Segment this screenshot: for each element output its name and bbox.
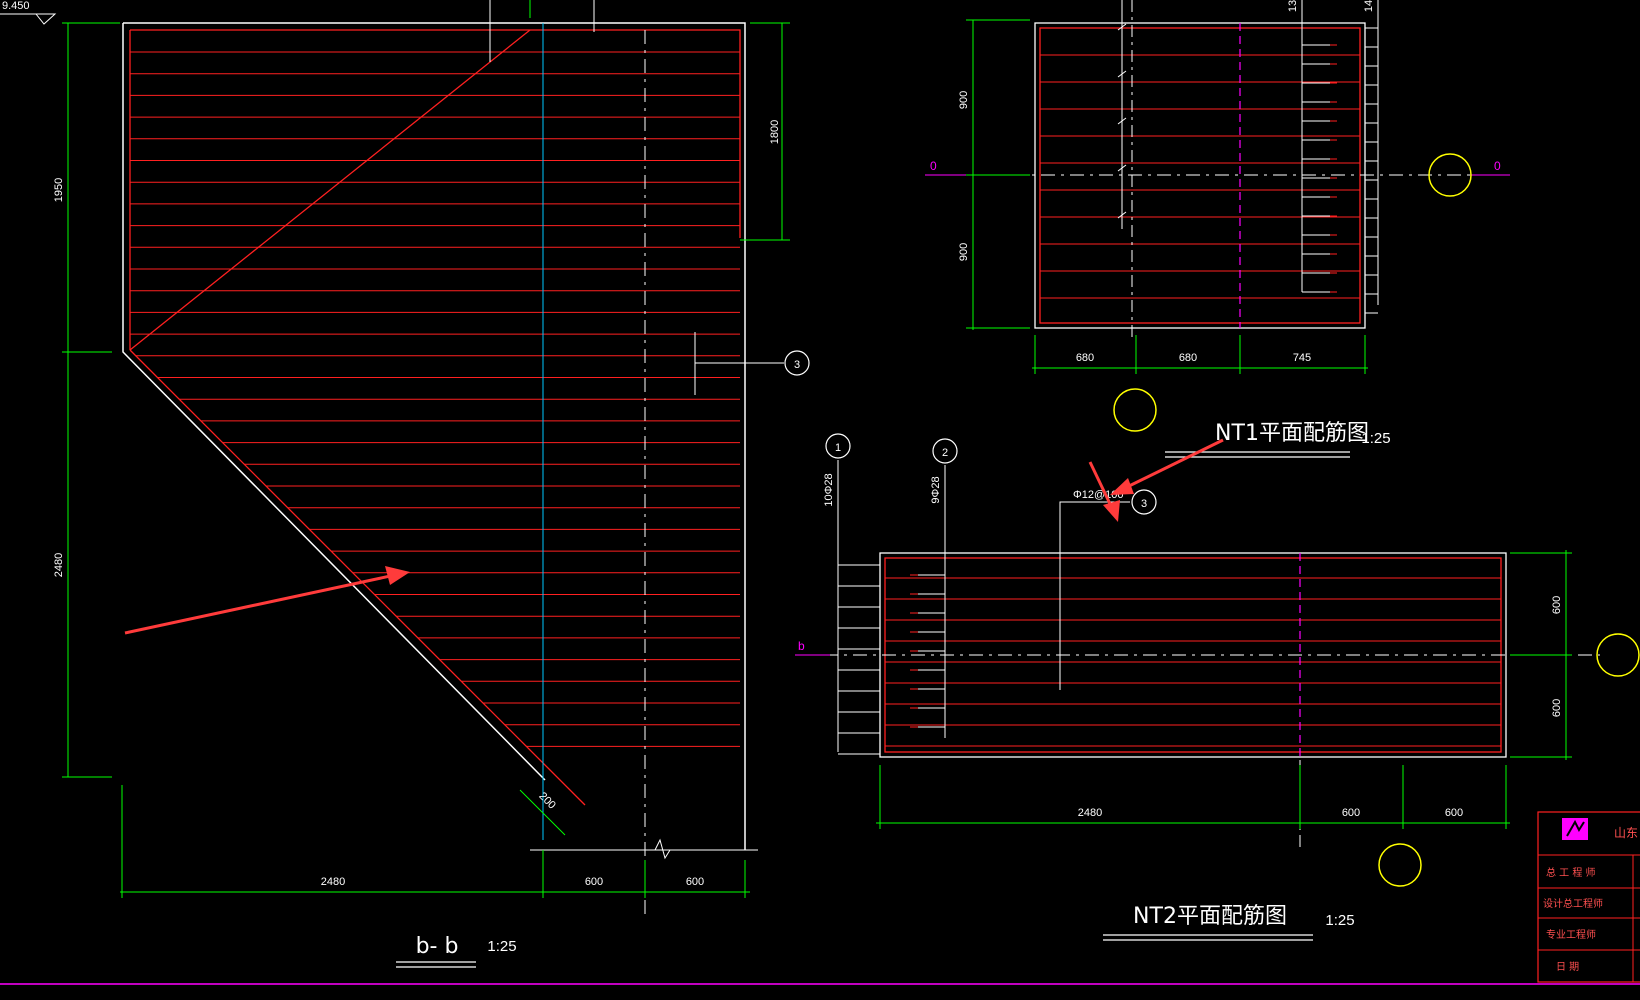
nt1-axis-bubble-bottom xyxy=(1113,388,1157,432)
section-bb-scale: 1:25 xyxy=(487,938,516,955)
rebar-slope xyxy=(129,349,586,806)
nt1-ticks xyxy=(1117,23,1378,314)
nt1-axis-left-label: 0 xyxy=(930,159,937,173)
nt1-rebar-bars xyxy=(1040,54,1360,299)
callout-1-bubble xyxy=(825,433,851,459)
nt1-dim-900-top: 900 xyxy=(958,91,970,109)
nt1-dim-680-1: 680 xyxy=(1076,352,1094,364)
dim-600-bottom-1: 600 xyxy=(585,876,603,888)
dim-1950: 1950 xyxy=(53,178,65,202)
callout-2-label: 2 xyxy=(942,447,948,459)
dim-2480-bottom: 2480 xyxy=(321,876,345,888)
nt1-leader-tick xyxy=(1117,70,1127,78)
title-block-frame xyxy=(1537,811,1640,983)
title-block-row-3: 专业工程师 xyxy=(1546,928,1596,941)
nt1-label-14: 14 xyxy=(1363,0,1375,12)
callout-3-bubble xyxy=(784,350,810,376)
callout-3-nt2-label: 3 xyxy=(1141,498,1147,510)
callout-3-nt2-leader xyxy=(1059,501,1130,690)
dim-1800: 1800 xyxy=(769,120,781,144)
nt1-leader-tick xyxy=(1117,23,1127,31)
dim-600-bottom-2: 600 xyxy=(686,876,704,888)
nt1-leader-tick xyxy=(1117,211,1127,219)
nt2-dim-600-2: 600 xyxy=(1445,807,1463,819)
nt1-axis-bubble-right xyxy=(1428,153,1472,197)
nt1-title: NT1平面配筋图 xyxy=(1215,421,1369,446)
annotation-arrow-3-head xyxy=(1103,500,1120,522)
logo-icon xyxy=(1562,818,1588,840)
nt1-label-13: 13 xyxy=(1287,0,1299,12)
nt2-plan: 1 10Φ28 2 9Φ28 3 Φ12@100 b 600 600 xyxy=(795,433,1640,941)
company-name: 山东 xyxy=(1614,826,1638,840)
nt1-leader-tick xyxy=(1117,117,1127,125)
nt1-dim-900-bottom: 900 xyxy=(958,243,970,261)
section-bb-title: b- b xyxy=(416,934,459,959)
nt2-ticks xyxy=(838,564,945,755)
nt2-axis-label: b xyxy=(798,639,805,653)
section-outline-left xyxy=(122,23,546,781)
nt2-dim-600-top: 600 xyxy=(1551,596,1563,614)
dim-slope-line xyxy=(519,789,566,836)
callout-3-nt2-bubble xyxy=(1131,489,1157,515)
callout-1-label: 1 xyxy=(835,442,841,454)
nt2-axis-bubble-right xyxy=(1596,633,1640,677)
nt1-plan: 13 14 0 0 900 900 680 680 745 NT1平面配筋图 1… xyxy=(925,0,1510,458)
nt2-dim-600-bottom: 600 xyxy=(1551,699,1563,717)
title-block: 山东 总 工 程 师 设计总工程师 专业工程师 日 期 xyxy=(1537,811,1640,983)
title-block-row-1: 总 工 程 师 xyxy=(1546,866,1596,879)
nt1-scale: 1:25 xyxy=(1361,430,1390,447)
section-hatch-bars xyxy=(130,51,740,747)
section-outline xyxy=(123,22,746,850)
nt2-axis-bubble-bottom xyxy=(1378,843,1422,887)
break-symbol xyxy=(654,838,671,860)
annotation-arrow-2-head xyxy=(1110,478,1134,495)
annotation-arrow-2-line xyxy=(1124,438,1224,490)
section-bb: 9.450 1950 2480 1800 2480 600 600 200 3 xyxy=(0,0,810,968)
elevation-label: 9.450 xyxy=(2,0,30,12)
title-block-row-2: 设计总工程师 xyxy=(1543,897,1603,910)
callout-3-label: 3 xyxy=(794,359,800,371)
nt2-dim-2480: 2480 xyxy=(1078,807,1102,819)
nt1-dim-680-2: 680 xyxy=(1179,352,1197,364)
rebar-frame xyxy=(130,29,741,238)
callout-2-bubble xyxy=(932,438,958,464)
rebar-label-phi12: Φ12@100 xyxy=(1073,489,1124,501)
nt2-scale: 1:25 xyxy=(1325,912,1354,929)
title-block-row-4: 日 期 xyxy=(1556,961,1579,973)
rebar-label-10phi28: 10Φ28 xyxy=(823,473,835,506)
rebar-diagonal xyxy=(129,29,531,351)
nt1-axis-right-label: 0 xyxy=(1494,159,1501,173)
nt2-rebar-bars xyxy=(885,577,1501,747)
annotation-arrow-head xyxy=(385,566,410,585)
nt2-title: NT2平面配筋图 xyxy=(1133,904,1287,929)
nt1-leader-tick xyxy=(1117,164,1127,172)
nt2-outline xyxy=(879,552,1507,758)
annotation-arrow-line xyxy=(124,573,396,635)
dim-2480-vertical: 2480 xyxy=(53,553,65,577)
nt1-dim-745: 745 xyxy=(1293,352,1311,364)
rebar-label-9phi28: 9Φ28 xyxy=(930,476,942,503)
elevation-marker xyxy=(0,13,57,25)
nt2-dim-600-1: 600 xyxy=(1342,807,1360,819)
annotation-arrow-3-line xyxy=(1088,461,1114,509)
